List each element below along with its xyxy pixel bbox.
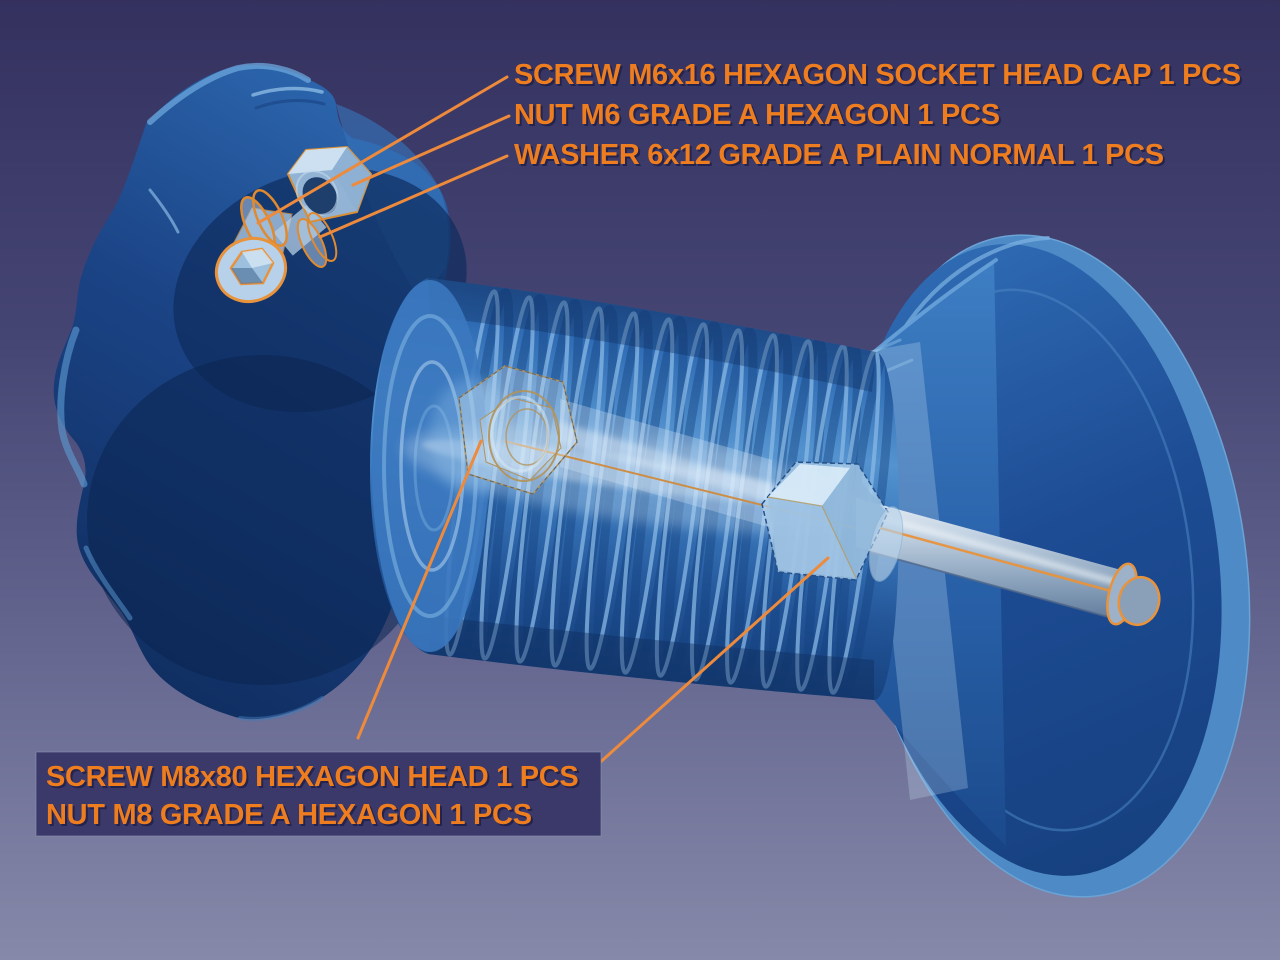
tube-bottom-shade [428, 616, 874, 700]
ghost-shank-core [560, 422, 772, 502]
tube-top-shade [428, 278, 876, 392]
m6-nut-bore-rim [295, 170, 339, 216]
top-callout-labels: SCREW M6x16 HEXAGON SOCKET HEAD CAP 1 PC… [514, 59, 1241, 171]
shaft-centerline [879, 526, 1134, 599]
shaft-bottom-edge [855, 547, 1135, 625]
callout-screw-m8-label: SCREW M8x80 HEXAGON HEAD 1 PCS [46, 761, 578, 793]
knob-lower-shadow [87, 355, 437, 685]
hex-head-dashed-edges [458, 365, 578, 495]
leader-line-nut-m6 [351, 114, 511, 187]
m6-nut-part[interactable] [286, 145, 373, 224]
leader-line-screw-m6 [256, 75, 509, 225]
m6-washer-part[interactable] [234, 186, 342, 271]
callout-screw-m6-label: SCREW M6x16 HEXAGON SOCKET HEAD CAP 1 PC… [514, 59, 1241, 91]
cone-top-highlight [872, 258, 998, 354]
leader-line-washer-6x12 [318, 154, 509, 239]
callout-nut-m6-label: NUT M6 GRADE A HEXAGON 1 PCS [514, 99, 1000, 131]
hex-head-ring-highlight [490, 395, 550, 473]
leader-line-screw-m8 [356, 439, 483, 740]
m8-screw-head-ghost-part[interactable] [430, 365, 578, 495]
disc-top-highlight [900, 236, 1050, 334]
callout-nut-m8-label: NUT M8 GRADE A HEXAGON 1 PCS [46, 799, 532, 831]
m6-fastener-group[interactable] [208, 145, 373, 311]
hex-head-washer-ring-outer [488, 390, 560, 482]
callout-box-background [35, 751, 602, 837]
knob-top-slot-highlight [251, 86, 324, 97]
knob-top-rim-highlight [147, 62, 311, 125]
tube-sheen-core [421, 439, 819, 505]
m6-nut-top-face [288, 147, 347, 174]
m8-nut-rear-collar [868, 506, 904, 582]
m8-nut-front-face [768, 497, 856, 578]
m8-nut-right-face [822, 468, 886, 578]
screw-socket-hex-bright [242, 249, 273, 268]
m8-nut-edge-accents [767, 496, 857, 579]
knob-left-rim-highlight [57, 326, 88, 488]
knob-lowerleft-rim-highlight [83, 545, 133, 621]
knob-top-slot-shadow [254, 99, 326, 110]
screw-socket-hex-shade [231, 268, 263, 284]
shaft-part[interactable] [855, 498, 1164, 629]
shaft-tip-chamfer-edge [1117, 575, 1161, 627]
knob-bottom-lobe-highlight [238, 696, 324, 721]
m6-nut-bore [302, 177, 338, 215]
m8-nut-ghost-part[interactable] [761, 461, 909, 584]
shaft-top-highlight [859, 509, 1131, 589]
knob-left-slot-highlight [148, 188, 180, 234]
washer2-rim-front [296, 218, 328, 268]
m8-nut-top-face [768, 464, 850, 506]
m8-screw-ghost-shank[interactable] [560, 399, 772, 528]
bottom-callout-box: SCREW M8x80 HEXAGON HEAD 1 PCS NUT M8 GR… [35, 751, 602, 837]
callout-washer-6x12-label: WASHER 6x12 GRADE A PLAIN NORMAL 1 PCS [514, 139, 1164, 171]
m6-socket-screw-part[interactable] [208, 229, 295, 311]
